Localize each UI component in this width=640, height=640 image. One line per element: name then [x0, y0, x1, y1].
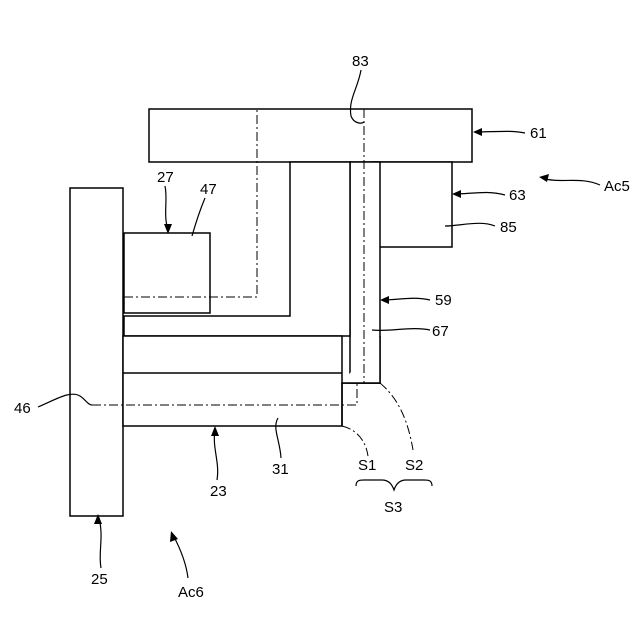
leader-63: [455, 192, 505, 195]
leader-23: [214, 430, 217, 480]
label-s3: S3: [384, 499, 402, 516]
label-23: 23: [210, 483, 227, 500]
label-85: 85: [500, 219, 517, 236]
component-61-top-plate: [149, 109, 472, 162]
label-25: 25: [91, 571, 108, 588]
arrow-ac6: [170, 531, 178, 542]
label-31: 31: [272, 461, 289, 478]
label-61: 61: [530, 125, 547, 142]
chain-line-s1: [342, 426, 368, 456]
label-27: 27: [157, 169, 174, 186]
leader-ac6: [173, 535, 188, 578]
brace-s3: [356, 480, 432, 490]
leader-59: [383, 298, 430, 300]
arrow-63: [452, 190, 461, 198]
component-63-block: [372, 162, 452, 247]
label-46: 46: [14, 400, 31, 417]
arrow-61: [473, 128, 482, 136]
component-23-31-bar: [123, 336, 342, 426]
arrow-23: [211, 426, 219, 436]
label-83: 83: [352, 53, 369, 70]
label-47: 47: [200, 181, 217, 198]
label-s1: S1: [358, 457, 376, 474]
arrow-59: [380, 296, 389, 304]
arrow-ac5: [539, 174, 549, 182]
label-s2: S2: [405, 457, 423, 474]
label-ac5: Ac5: [604, 178, 630, 195]
chain-line-s2: [380, 383, 413, 450]
label-ac6: Ac6: [178, 584, 204, 601]
leader-ac5: [542, 178, 600, 185]
label-59: 59: [435, 292, 452, 309]
component-47-block: [124, 233, 210, 313]
component-25-vertical-block: [70, 188, 123, 516]
label-63: 63: [509, 187, 526, 204]
leader-27: [165, 186, 168, 230]
leader-25: [99, 518, 101, 568]
leader-47: [192, 198, 205, 236]
label-67: 67: [432, 323, 449, 340]
leader-61: [476, 131, 525, 133]
